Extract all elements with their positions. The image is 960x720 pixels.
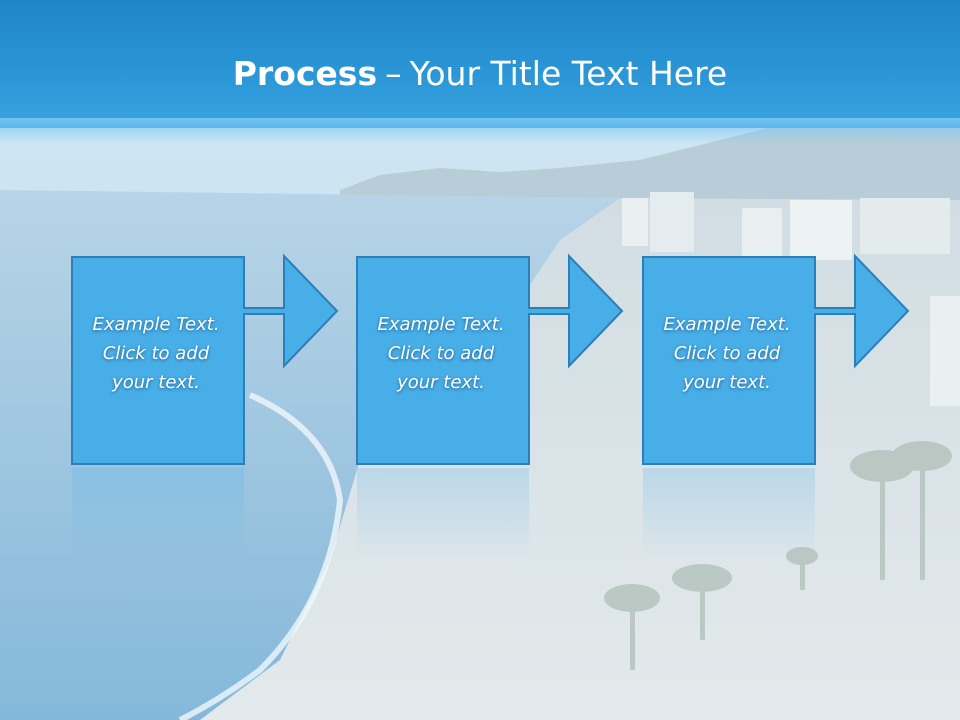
step-1-line-2: Click to add	[102, 343, 210, 364]
slide-title[interactable]: Process–Your Title Text Here	[0, 52, 960, 96]
arrow-box-shape	[356, 253, 624, 465]
title-band	[0, 0, 960, 128]
title-band-glow	[0, 118, 960, 144]
step-2-line-3: your text.	[397, 372, 485, 393]
step-1-line-1: Example Text.	[92, 314, 220, 335]
process-step-3[interactable]: Example Text. Click to add your text.	[642, 253, 912, 466]
step-3-text: Example Text. Click to add your text.	[642, 310, 812, 397]
step-3-line-1: Example Text.	[663, 314, 791, 335]
step-1-text: Example Text. Click to add your text.	[71, 310, 241, 397]
title-text-part: Your Title Text Here	[409, 54, 728, 93]
step-3-line-2: Click to add	[673, 343, 781, 364]
process-step-1[interactable]: Example Text. Click to add your text.	[71, 253, 341, 466]
arrow-box-shape	[642, 253, 910, 465]
process-step-2[interactable]: Example Text. Click to add your text.	[356, 253, 626, 466]
step-2-text: Example Text. Click to add your text.	[356, 310, 526, 397]
arrow-box-shape	[71, 253, 339, 465]
step-1-line-3: your text.	[112, 372, 200, 393]
step-3-line-3: your text.	[683, 372, 771, 393]
title-separator: –	[385, 54, 402, 93]
step-2-line-2: Click to add	[387, 343, 495, 364]
step-2-line-1: Example Text.	[377, 314, 505, 335]
title-bold-part: Process	[232, 54, 378, 93]
